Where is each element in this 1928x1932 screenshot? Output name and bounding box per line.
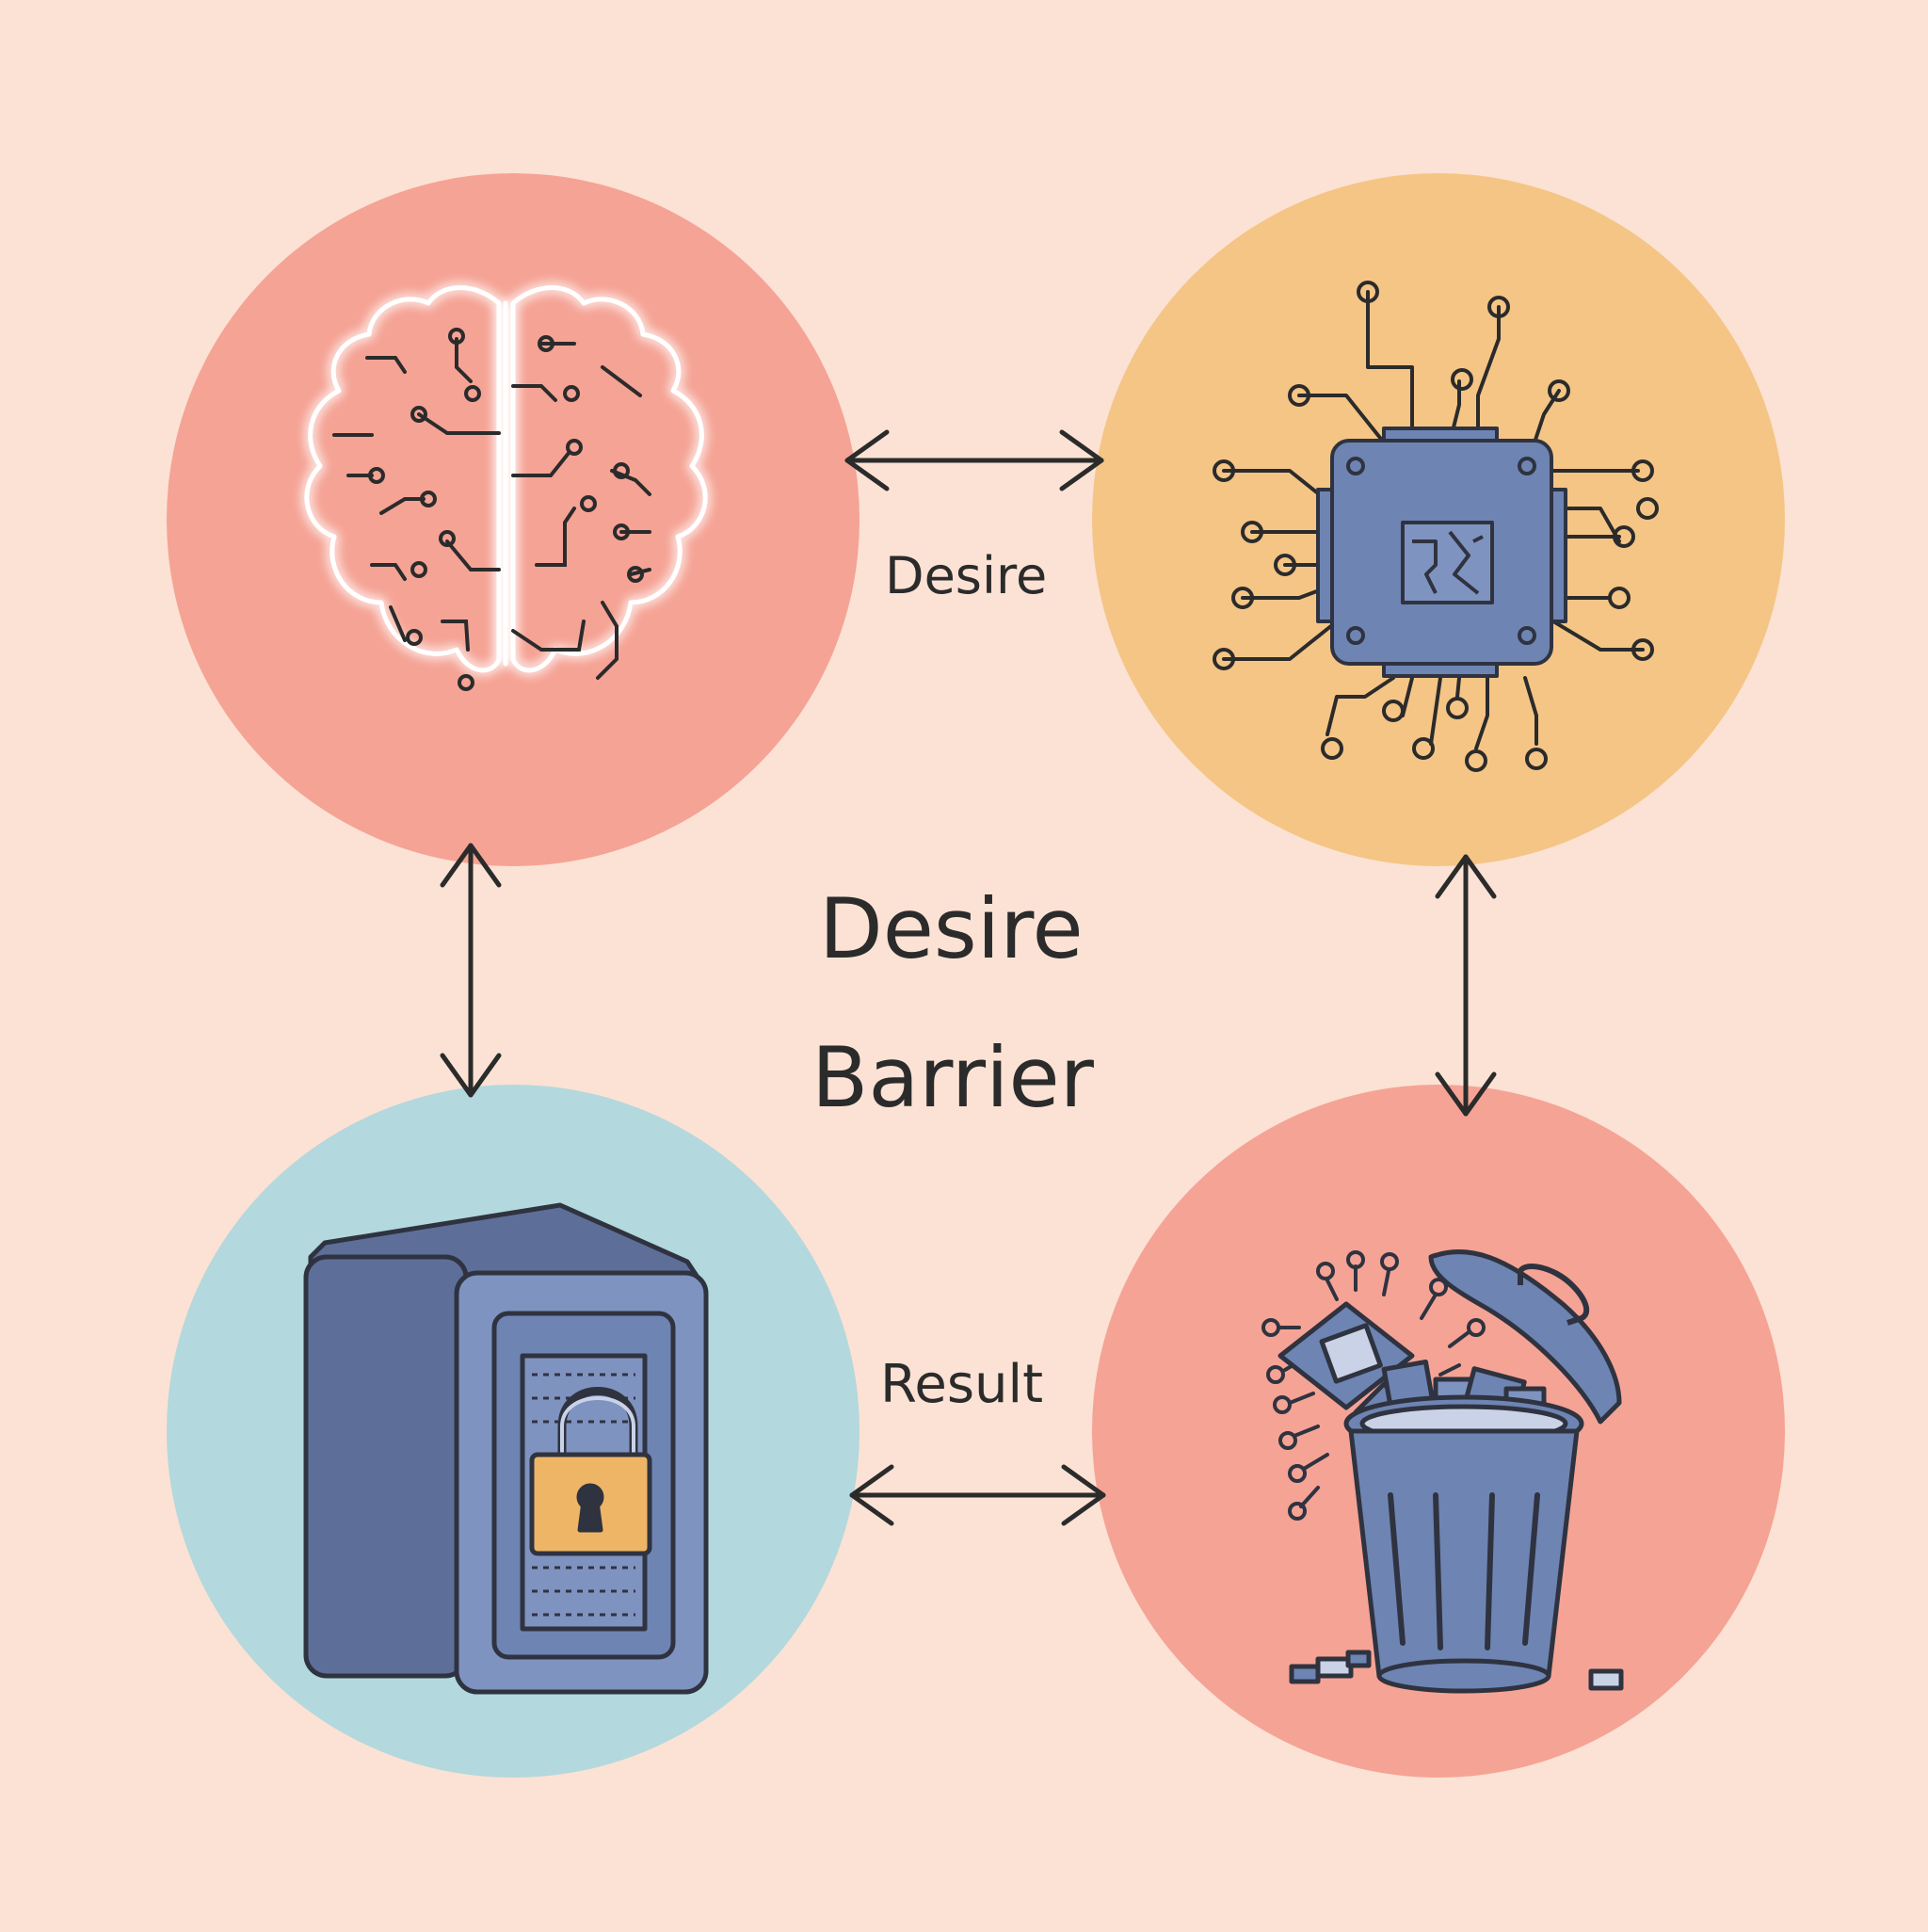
brain-circuit-traces (332, 328, 651, 691)
arrow-chip-trash (1435, 854, 1497, 1117)
chip-body (1316, 427, 1567, 678)
locked-vault-icon (303, 1202, 709, 1695)
microchip-icon (1213, 281, 1659, 772)
arrow-brain-chip (844, 429, 1104, 491)
arrow-brain-vault (440, 843, 502, 1098)
brain-circuit-icon (304, 285, 708, 673)
center-title-line-2: Barrier (811, 1029, 1094, 1126)
edge-label-desire: Desire (885, 546, 1048, 605)
edge-label-result: Result (880, 1354, 1044, 1415)
trash-can-chips-icon (1261, 1248, 1624, 1694)
arrow-vault-trash (849, 1464, 1106, 1526)
center-title-line-1: Desire (819, 880, 1084, 977)
